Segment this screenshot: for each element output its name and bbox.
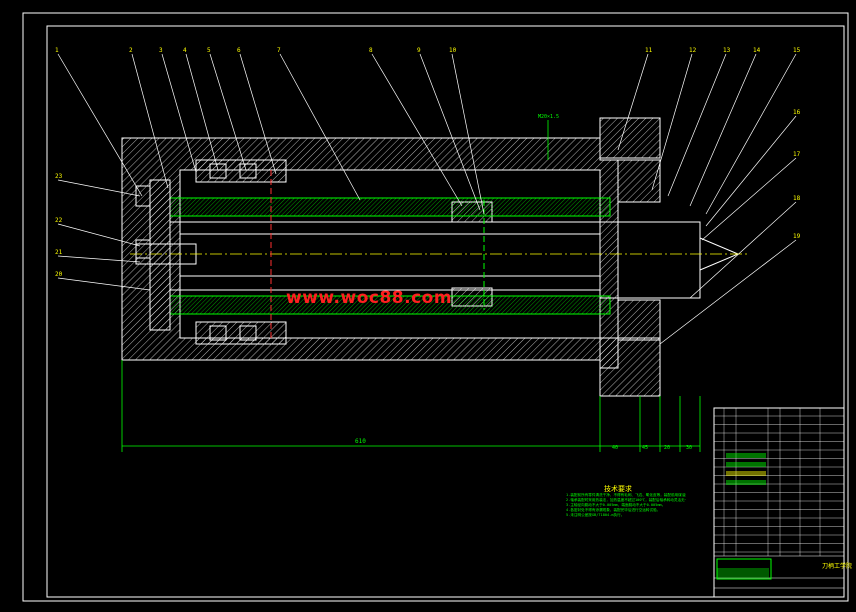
part-number-label: 4 [183, 47, 187, 54]
spindle-shaft [130, 197, 750, 315]
leader-line [667, 53, 727, 197]
title-block-cell [726, 453, 766, 458]
part-number-label: 18 [793, 195, 801, 202]
part-number-label: 17 [793, 151, 801, 158]
leader-line [185, 53, 219, 171]
part-number-label: 5 [207, 47, 211, 54]
part-number-label: 9 [417, 47, 421, 54]
watermark: www.woc88.com [286, 288, 453, 308]
leader-line [161, 53, 197, 173]
dimensions [121, 120, 701, 452]
section-marks [270, 170, 485, 340]
leader-line [57, 255, 141, 263]
tech-note: 1.装配前所有零件清洗干净，不得有毛刺、飞边、氧化皮等，装配前用煤油清洗轴承。 [566, 493, 686, 497]
title-block [713, 407, 845, 598]
leader-line [701, 157, 797, 241]
tech-note: 4.各密封处不得有渗漏现象，装配完毕后进行空运转试验。 [566, 508, 661, 512]
leader-line [279, 53, 361, 201]
leader-line [419, 53, 481, 211]
leader-line [689, 53, 757, 207]
leader-line [617, 53, 649, 151]
part-number-label: 16 [793, 109, 801, 116]
title-block-cell [726, 471, 766, 476]
part-number-label: 21 [55, 249, 63, 256]
bearings [195, 159, 493, 345]
leader-line [451, 53, 485, 215]
part-number-label: 3 [159, 47, 163, 54]
leader-line [209, 53, 247, 171]
title-block-cell [726, 480, 766, 485]
dimension-label: 45 [642, 445, 648, 451]
outer-frame [22, 12, 849, 602]
part-number-label: 23 [55, 173, 63, 180]
part-number-label: 13 [723, 47, 731, 54]
dimension-label: 30 [686, 445, 692, 451]
tech-requirements-title: 技术要求 [604, 485, 632, 493]
part-number-label: 14 [753, 47, 761, 54]
part-number-label: 11 [645, 47, 653, 54]
part-number-label: 2 [129, 47, 133, 54]
leader-line [57, 277, 151, 291]
inner-frame [46, 25, 845, 598]
leader-line [651, 53, 693, 191]
part-number-label: 1 [55, 47, 59, 54]
left-end-cap [135, 179, 171, 331]
title-block-cell [726, 462, 766, 467]
tech-requirements: 1.装配前所有零件清洗干净，不得有毛刺、飞边、氧化皮等，装配前用煤油清洗轴承。 … [566, 493, 686, 518]
leader-line [57, 179, 141, 197]
part-number-label: 20 [55, 271, 63, 278]
leader-line [689, 201, 797, 299]
part-number-label: 8 [369, 47, 373, 54]
dimension-label: 40 [612, 445, 618, 451]
leader-line [705, 53, 797, 215]
part-number-label: 6 [237, 47, 241, 54]
part-number-label: 7 [277, 47, 281, 54]
tech-note: 3.主轴径向跳动不大于0.005mm，端面跳动不大于0.005mm。 [566, 503, 666, 507]
right-dimensions: 40 45 20 30 [612, 445, 692, 451]
part-number-label: 19 [793, 233, 801, 240]
thread-note: M20×1.5 [538, 114, 559, 120]
part-number-label: 15 [793, 47, 801, 54]
tech-note: 2.轴承装配时采用热装法，加热温度不超过100℃，装配后轴承转动灵活无卡滞现象。 [566, 498, 686, 502]
leader-line [131, 53, 169, 189]
leader-line [239, 53, 277, 175]
leader-line [371, 53, 463, 207]
leader-line [57, 223, 141, 247]
tech-note: 5.未注明公差按GB/T1804-m执行。 [566, 513, 625, 517]
leader-line [57, 53, 143, 197]
leader-line [659, 239, 797, 345]
leader-line [705, 115, 797, 227]
overall-dimension: 610 [355, 438, 366, 445]
part-number-label: 22 [55, 217, 63, 224]
dimension-label: 20 [664, 445, 670, 451]
title-block-name: 刀柄工学院 [822, 563, 853, 570]
part-number-label: 10 [449, 47, 457, 54]
part-number-label: 12 [689, 47, 697, 54]
